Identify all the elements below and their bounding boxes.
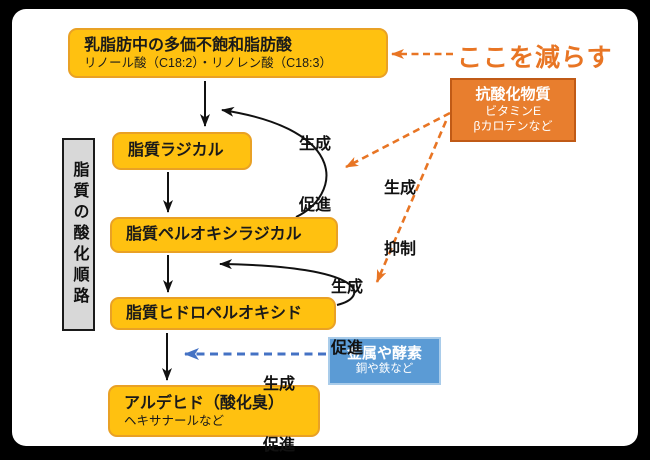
label-line: 生成 xyxy=(331,278,364,296)
antioxidant-box: 抗酸化物質 ビタミンE βカロテンなど xyxy=(450,78,576,142)
antioxidant-title: 抗酸化物質 xyxy=(475,85,551,103)
step-title: アルデヒド（酸化臭） xyxy=(124,394,284,412)
label-line: 生成 xyxy=(384,179,417,197)
step-title: 脂質ラジカル xyxy=(128,142,224,159)
label-line: 促進 xyxy=(331,340,364,358)
label-promote-mid: 生成 促進 xyxy=(331,237,363,401)
label-promote-bottom: 生成 促進 xyxy=(263,334,295,460)
label-line: 促進 xyxy=(299,197,332,215)
label-line: 抑制 xyxy=(384,241,417,259)
step-box-lipid-radical: 脂質ラジカル xyxy=(112,132,252,170)
metal-enzyme-box: 金属や酵素 銅や鉄など xyxy=(328,337,441,385)
metal-enzyme-title: 金属や酵素 xyxy=(346,345,422,363)
reduce-note: ここを減らす xyxy=(457,44,613,72)
label-suppress: 生成 抑制 xyxy=(384,138,416,302)
label-promote-top: 生成 促進 xyxy=(299,94,331,258)
source-box-subtitle: リノール酸（C18:2）・リノレン酸（C18:3） xyxy=(84,55,332,70)
source-box: 乳脂肪中の多価不飽和脂肪酸 リノール酸（C18:2）・リノレン酸（C18:3） xyxy=(68,28,388,78)
source-box-title: 乳脂肪中の多価不飽和脂肪酸 xyxy=(84,36,293,54)
antioxidant-line-1: ビタミンE xyxy=(484,104,541,119)
step-box-hydroperoxide: 脂質ヒドロペルオキシド xyxy=(110,297,336,330)
label-line: 促進 xyxy=(263,437,296,455)
label-line: 生成 xyxy=(263,375,296,393)
pathway-side-label: 脂質の酸化順路 xyxy=(62,138,95,331)
step-title: 脂質ペルオキシラジカル xyxy=(126,226,302,243)
step-subtitle: ヘキサナールなど xyxy=(124,413,225,428)
label-line: 生成 xyxy=(299,135,332,153)
step-title: 脂質ヒドロペルオキシド xyxy=(126,304,303,322)
pathway-side-label-text: 脂質の酸化順路 xyxy=(70,161,88,308)
step-box-aldehyde: アルデヒド（酸化臭） ヘキサナールなど xyxy=(108,385,320,437)
antioxidant-line-2: βカロテンなど xyxy=(473,119,553,134)
metal-enzyme-subtitle: 銅や鉄など xyxy=(355,363,414,376)
step-box-peroxy-radical: 脂質ペルオキシラジカル xyxy=(110,217,338,253)
